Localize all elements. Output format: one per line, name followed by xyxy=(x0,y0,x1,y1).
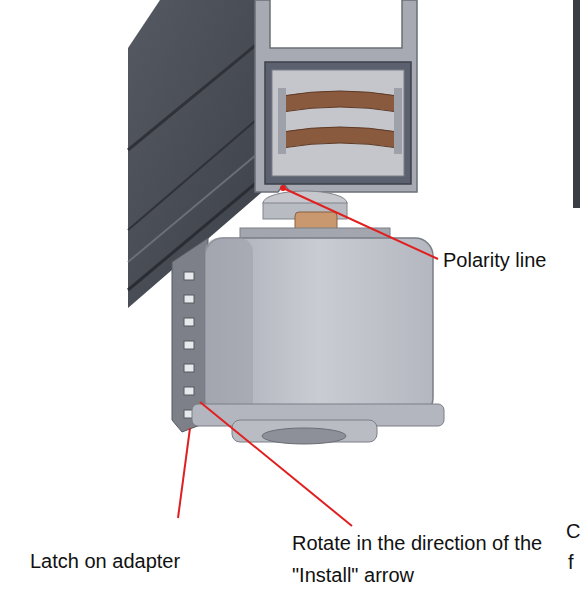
callout-label: C xyxy=(566,515,580,547)
leader-lines xyxy=(178,188,438,526)
rail-profile xyxy=(255,0,417,192)
callout-label: Polarity line xyxy=(443,244,546,276)
image-edge xyxy=(573,0,580,208)
latch-tooth xyxy=(184,364,194,372)
latch-tooth xyxy=(184,341,194,349)
callout-label: Latch on adapter xyxy=(30,545,180,577)
latch-tooth xyxy=(184,387,194,395)
adapter-body xyxy=(205,238,433,416)
latch-tooth xyxy=(184,295,194,303)
callout-label: f xyxy=(568,546,574,578)
latch-tooth xyxy=(184,318,194,326)
callout-label: Rotate in the direction of the "Install"… xyxy=(292,527,554,591)
latch-tooth xyxy=(184,272,194,280)
